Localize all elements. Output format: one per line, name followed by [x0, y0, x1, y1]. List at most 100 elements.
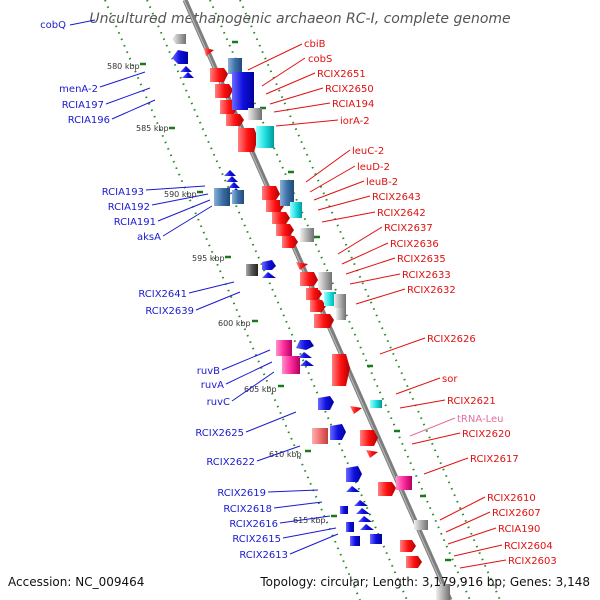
box-gene-icon: [436, 584, 450, 600]
tick-label: 600 kbp: [218, 319, 251, 328]
tick-label: 580 kbp: [107, 62, 140, 71]
box-gene-icon: [312, 428, 328, 444]
gene-label: RCIX2620: [462, 429, 511, 440]
left-arrow-gene-icon: [262, 260, 276, 270]
box-gene-icon: [232, 72, 254, 110]
left-arrow-gene-icon: [228, 182, 240, 188]
gene-label: RCIX2617: [470, 454, 519, 465]
right-arrow-gene-icon: [272, 212, 290, 224]
gene-label: RCIA192: [108, 202, 150, 213]
gene-label: RCIX2604: [504, 541, 553, 552]
tick-label: 615 kbp: [293, 516, 326, 525]
right-arrow-gene-icon: [226, 114, 244, 126]
gene-label: RCIX2641: [138, 289, 187, 300]
kbp-ticks: 580 kbp 585 kbp 590 kbp 595 kbp 600 kbp …: [107, 62, 326, 525]
left-arrow-gene-icon: [172, 50, 188, 64]
left-arrow-gene-icon: [360, 524, 374, 530]
gene-label: RCIX2632: [407, 285, 456, 296]
gene-label: RCIX2613: [239, 550, 288, 561]
gene-label: RCIX2650: [325, 84, 374, 95]
gene-label: RCIX2625: [195, 428, 244, 439]
tick-label: 610 kbp: [269, 450, 302, 459]
left-arrow-gene-icon: [356, 508, 370, 514]
gene-label: RCIX2616: [229, 519, 278, 530]
right-arrow-gene-icon: [378, 482, 396, 496]
right-arrow-gene-icon: [282, 236, 298, 248]
gene-label: ruvB: [197, 366, 220, 377]
right-arrow-gene-icon: [215, 84, 233, 98]
left-arrow-gene-icon: [226, 176, 238, 182]
right-arrow-gene-icon: [314, 314, 334, 328]
left-arrow-gene-icon: [346, 466, 362, 482]
gene-label: sor: [442, 374, 458, 385]
gene-label: RCIX2637: [384, 223, 433, 234]
major-ticks: [140, 40, 451, 562]
right-arrow-gene-icon: [204, 48, 214, 56]
accession-text: Accession: NC_009464: [8, 575, 144, 589]
gene-label: RCIX2642: [377, 208, 426, 219]
gene-label: cobQ: [40, 20, 66, 31]
box-gene-icon: [340, 506, 348, 514]
box-gene-icon: [290, 202, 302, 218]
right-arrow-gene-icon: [276, 224, 294, 236]
gene-label: iorA-2: [340, 116, 370, 127]
gene-label: RCIX2621: [447, 396, 496, 407]
box-gene-icon: [370, 400, 382, 408]
right-arrow-gene-icon: [306, 288, 322, 300]
gene-label: RCIX2626: [427, 334, 476, 345]
box-gene-icon: [282, 356, 300, 374]
box-gene-icon: [336, 308, 346, 320]
reverse-genes: [172, 34, 382, 544]
right-arrow-gene-icon: [406, 556, 422, 568]
tick-label: 595 kbp: [192, 254, 225, 263]
topology-text: Topology: circular; Length: 3,179,916 bp…: [259, 575, 590, 589]
gene-label: RCIX2643: [372, 192, 421, 203]
box-gene-icon: [370, 534, 382, 544]
gene-label: aksA: [137, 232, 161, 243]
gene-label: RCIA190: [498, 524, 540, 535]
left-arrow-gene-icon: [182, 72, 194, 78]
right-arrow-gene-icon: [350, 406, 362, 414]
left-arrow-gene-icon: [318, 396, 334, 410]
gene-label: RCIX2635: [397, 254, 446, 265]
gene-label: RCIX2636: [390, 239, 439, 250]
gene-label: RCIX2639: [145, 306, 194, 317]
box-gene-icon: [318, 272, 332, 290]
box-gene-icon: [256, 126, 274, 148]
tick-label: 590 kbp: [164, 190, 197, 199]
right-arrow-gene-icon: [366, 450, 378, 458]
box-gene-icon: [350, 536, 360, 546]
left-arrow-gene-icon: [172, 34, 186, 44]
right-arrow-gene-icon: [310, 300, 326, 312]
left-gene-labels: cobQ menA-2 RCIA197 RCIA196 RCIA193 RCIA…: [40, 20, 288, 561]
box-gene-icon: [228, 58, 242, 74]
gene-label: leuD-2: [357, 162, 390, 173]
left-leaders: [69, 19, 339, 555]
gene-label: RCIX2622: [206, 457, 255, 468]
box-gene-icon: [248, 108, 262, 120]
left-arrow-gene-icon: [346, 486, 360, 492]
gene-label: RCIX2607: [492, 508, 541, 519]
right-arrow-gene-icon: [332, 354, 350, 386]
gene-label: RCIA197: [62, 100, 104, 111]
left-arrow-gene-icon: [296, 340, 314, 350]
left-arrow-gene-icon: [262, 272, 276, 278]
gene-label: RCIA194: [332, 99, 374, 110]
gene-label: cbiB: [304, 39, 326, 50]
gene-label: ruvC: [207, 397, 230, 408]
right-arrow-gene-icon: [266, 200, 284, 212]
right-arrow-gene-icon: [296, 262, 308, 270]
gene-label: RCIX2615: [232, 534, 281, 545]
box-gene-icon: [396, 476, 412, 490]
left-arrow-gene-icon: [180, 66, 192, 72]
right-leaders: [247, 43, 507, 569]
left-arrow-gene-icon: [358, 516, 372, 522]
gene-label: RCIX2603: [508, 556, 557, 567]
left-arrow-gene-icon: [300, 360, 314, 366]
box-gene-icon: [276, 340, 292, 356]
gene-label: leuB-2: [366, 177, 398, 188]
gene-label: RCIA191: [114, 217, 156, 228]
left-arrow-gene-icon: [330, 424, 346, 440]
gene-label: RCIA193: [102, 187, 144, 198]
